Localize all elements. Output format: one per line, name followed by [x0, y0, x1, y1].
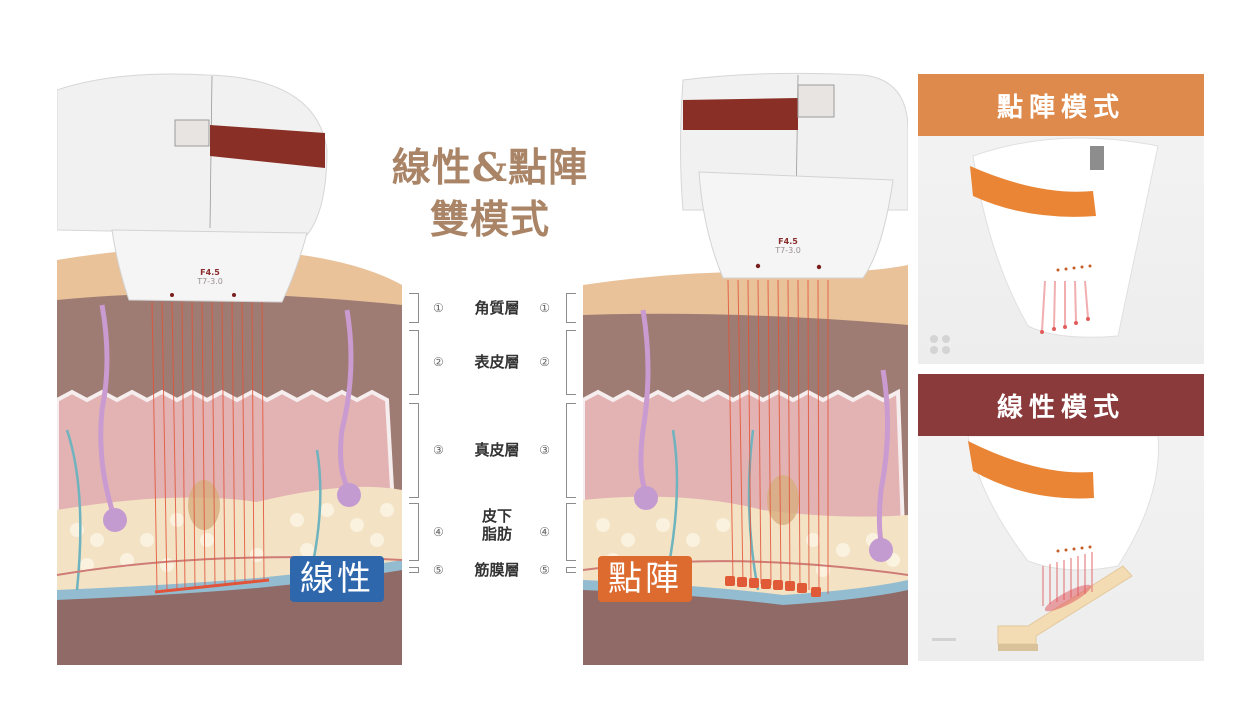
- layer-label: 真皮層: [474, 441, 520, 459]
- bracket-right: [566, 503, 576, 561]
- layer-number: ③: [433, 443, 444, 457]
- depth-label: T7-3.0: [775, 246, 801, 255]
- dot-mode-card-header: 點陣模式: [918, 74, 1204, 136]
- title-line-1: 線性&點陣: [391, 145, 589, 191]
- layer-number: ②: [539, 355, 550, 369]
- layer-label: 筋膜層: [474, 561, 520, 579]
- linear-mode-handpiece-illustration: [932, 436, 1159, 651]
- layer-number: ①: [539, 301, 550, 315]
- handpiece-labels: F4.5 T7-3.0: [165, 268, 255, 286]
- layer-label-line: 脂肪: [481, 525, 512, 543]
- depth-label: T7-3.0: [197, 277, 223, 286]
- layer-number: ⑤: [433, 563, 444, 577]
- layer-number: ⑤: [539, 563, 550, 577]
- bracket-right: [566, 330, 576, 395]
- bracket-left: [409, 503, 419, 561]
- legend-row-stratum-corneum: ① 角質層 ①: [405, 293, 580, 323]
- handpiece-labels: F4.5 T7-3.0: [743, 237, 833, 255]
- layer-label: 表皮層: [474, 353, 520, 371]
- legend-row-epidermis: ② 表皮層 ②: [405, 330, 580, 395]
- four-dots-icon: [930, 335, 950, 354]
- page-title: 線性&點陣 雙模式: [370, 142, 610, 246]
- bracket-left: [409, 293, 419, 323]
- linear-badge: 線性: [290, 556, 384, 602]
- bracket-left: [409, 403, 419, 498]
- dot-badge: 點陣: [598, 556, 692, 602]
- bracket-right: [566, 403, 576, 498]
- layer-label: 皮下 脂肪: [457, 507, 537, 543]
- dot-mode-card: 點陣模式: [918, 74, 1204, 364]
- legend-row-fascia: ⑤ 筋膜層 ⑤: [405, 561, 580, 581]
- bracket-left: [409, 567, 419, 573]
- dash-icon: [932, 638, 956, 641]
- legend-row-subcutaneous-fat: ④ 皮下 脂肪 ④: [405, 503, 580, 561]
- linear-mode-card-header: 線性模式: [918, 374, 1204, 436]
- layer-number: ①: [433, 301, 444, 315]
- focus-label: F4.5: [200, 268, 220, 277]
- layer-number: ③: [539, 443, 550, 457]
- layer-label: 角質層: [474, 299, 520, 317]
- focus-label: F4.5: [778, 237, 798, 246]
- bracket-right: [566, 293, 576, 323]
- skin-layer-legend: ① 角質層 ① ② 表皮層 ② ③ 真皮層 ③ ④ 皮下 脂肪 ④ ⑤ 筋膜層 …: [405, 285, 580, 585]
- dot-mode-handpiece-illustration: [930, 137, 1159, 354]
- legend-row-dermis: ③ 真皮層 ③: [405, 403, 580, 498]
- layer-label-line: 皮下: [481, 507, 512, 525]
- bracket-right: [566, 567, 576, 573]
- title-line-2: 雙模式: [429, 197, 550, 243]
- bracket-left: [409, 330, 419, 395]
- layer-number: ②: [433, 355, 444, 369]
- layer-number: ④: [433, 525, 444, 539]
- layer-number: ④: [539, 525, 550, 539]
- linear-mode-card: 線性模式: [918, 374, 1204, 661]
